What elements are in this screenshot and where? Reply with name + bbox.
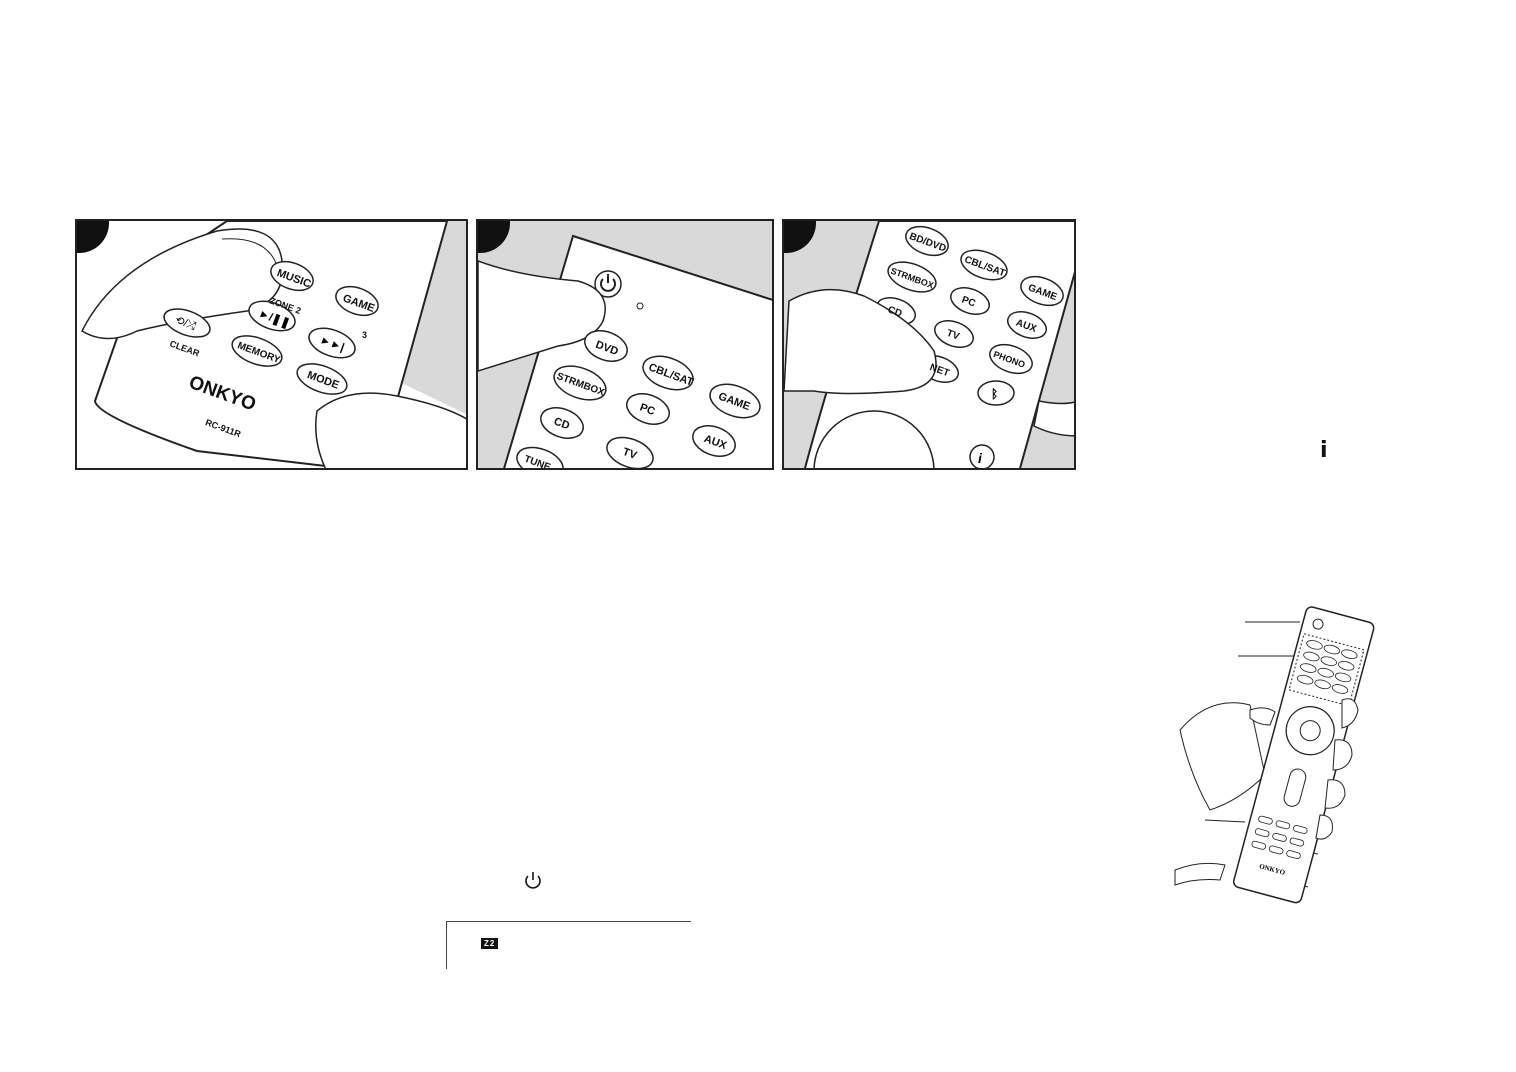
svg-text:i: i (978, 450, 983, 466)
pc-label-3: PC (960, 295, 977, 310)
bluetooth-icon: ᛒ (991, 387, 998, 401)
tv-label-3: TV (945, 328, 961, 343)
tv-label: TV (621, 446, 639, 462)
pc-label: PC (638, 402, 657, 419)
display-indicator-box: Z2 (446, 921, 691, 969)
power-icon (594, 270, 622, 298)
zone2-indicator-badge: Z2 (481, 938, 499, 949)
remote-closeup-1: MUSIC GAME ZONE 2 3 CLEAR MEMORY MODE ►/… (81, 221, 466, 468)
cd-label: CD (552, 416, 571, 433)
cd-label-3: CD (886, 305, 903, 320)
remote-closeup-3: i BD/DVD CBL/SAT STRMBOX GAME PC CD AUX … (784, 221, 1074, 468)
illustration-panel-1: MUSIC GAME ZONE 2 3 CLEAR MEMORY MODE ►/… (75, 219, 468, 470)
illustration-panel-2: DVD CBL/SAT STRMBOX GAME PC CD AUX TV TU… (476, 219, 774, 470)
info-button-icon (969, 444, 995, 468)
illustration-panel-3: i BD/DVD CBL/SAT STRMBOX GAME PC CD AUX … (782, 219, 1076, 470)
power-icon (525, 872, 541, 889)
remote-closeup-2: DVD CBL/SAT STRMBOX GAME PC CD AUX TV TU… (478, 221, 772, 468)
skip-3-label: 3 (362, 330, 367, 340)
info-icon: i (1320, 438, 1328, 463)
remote-control-illustration: ONKYO (1174, 606, 1375, 904)
